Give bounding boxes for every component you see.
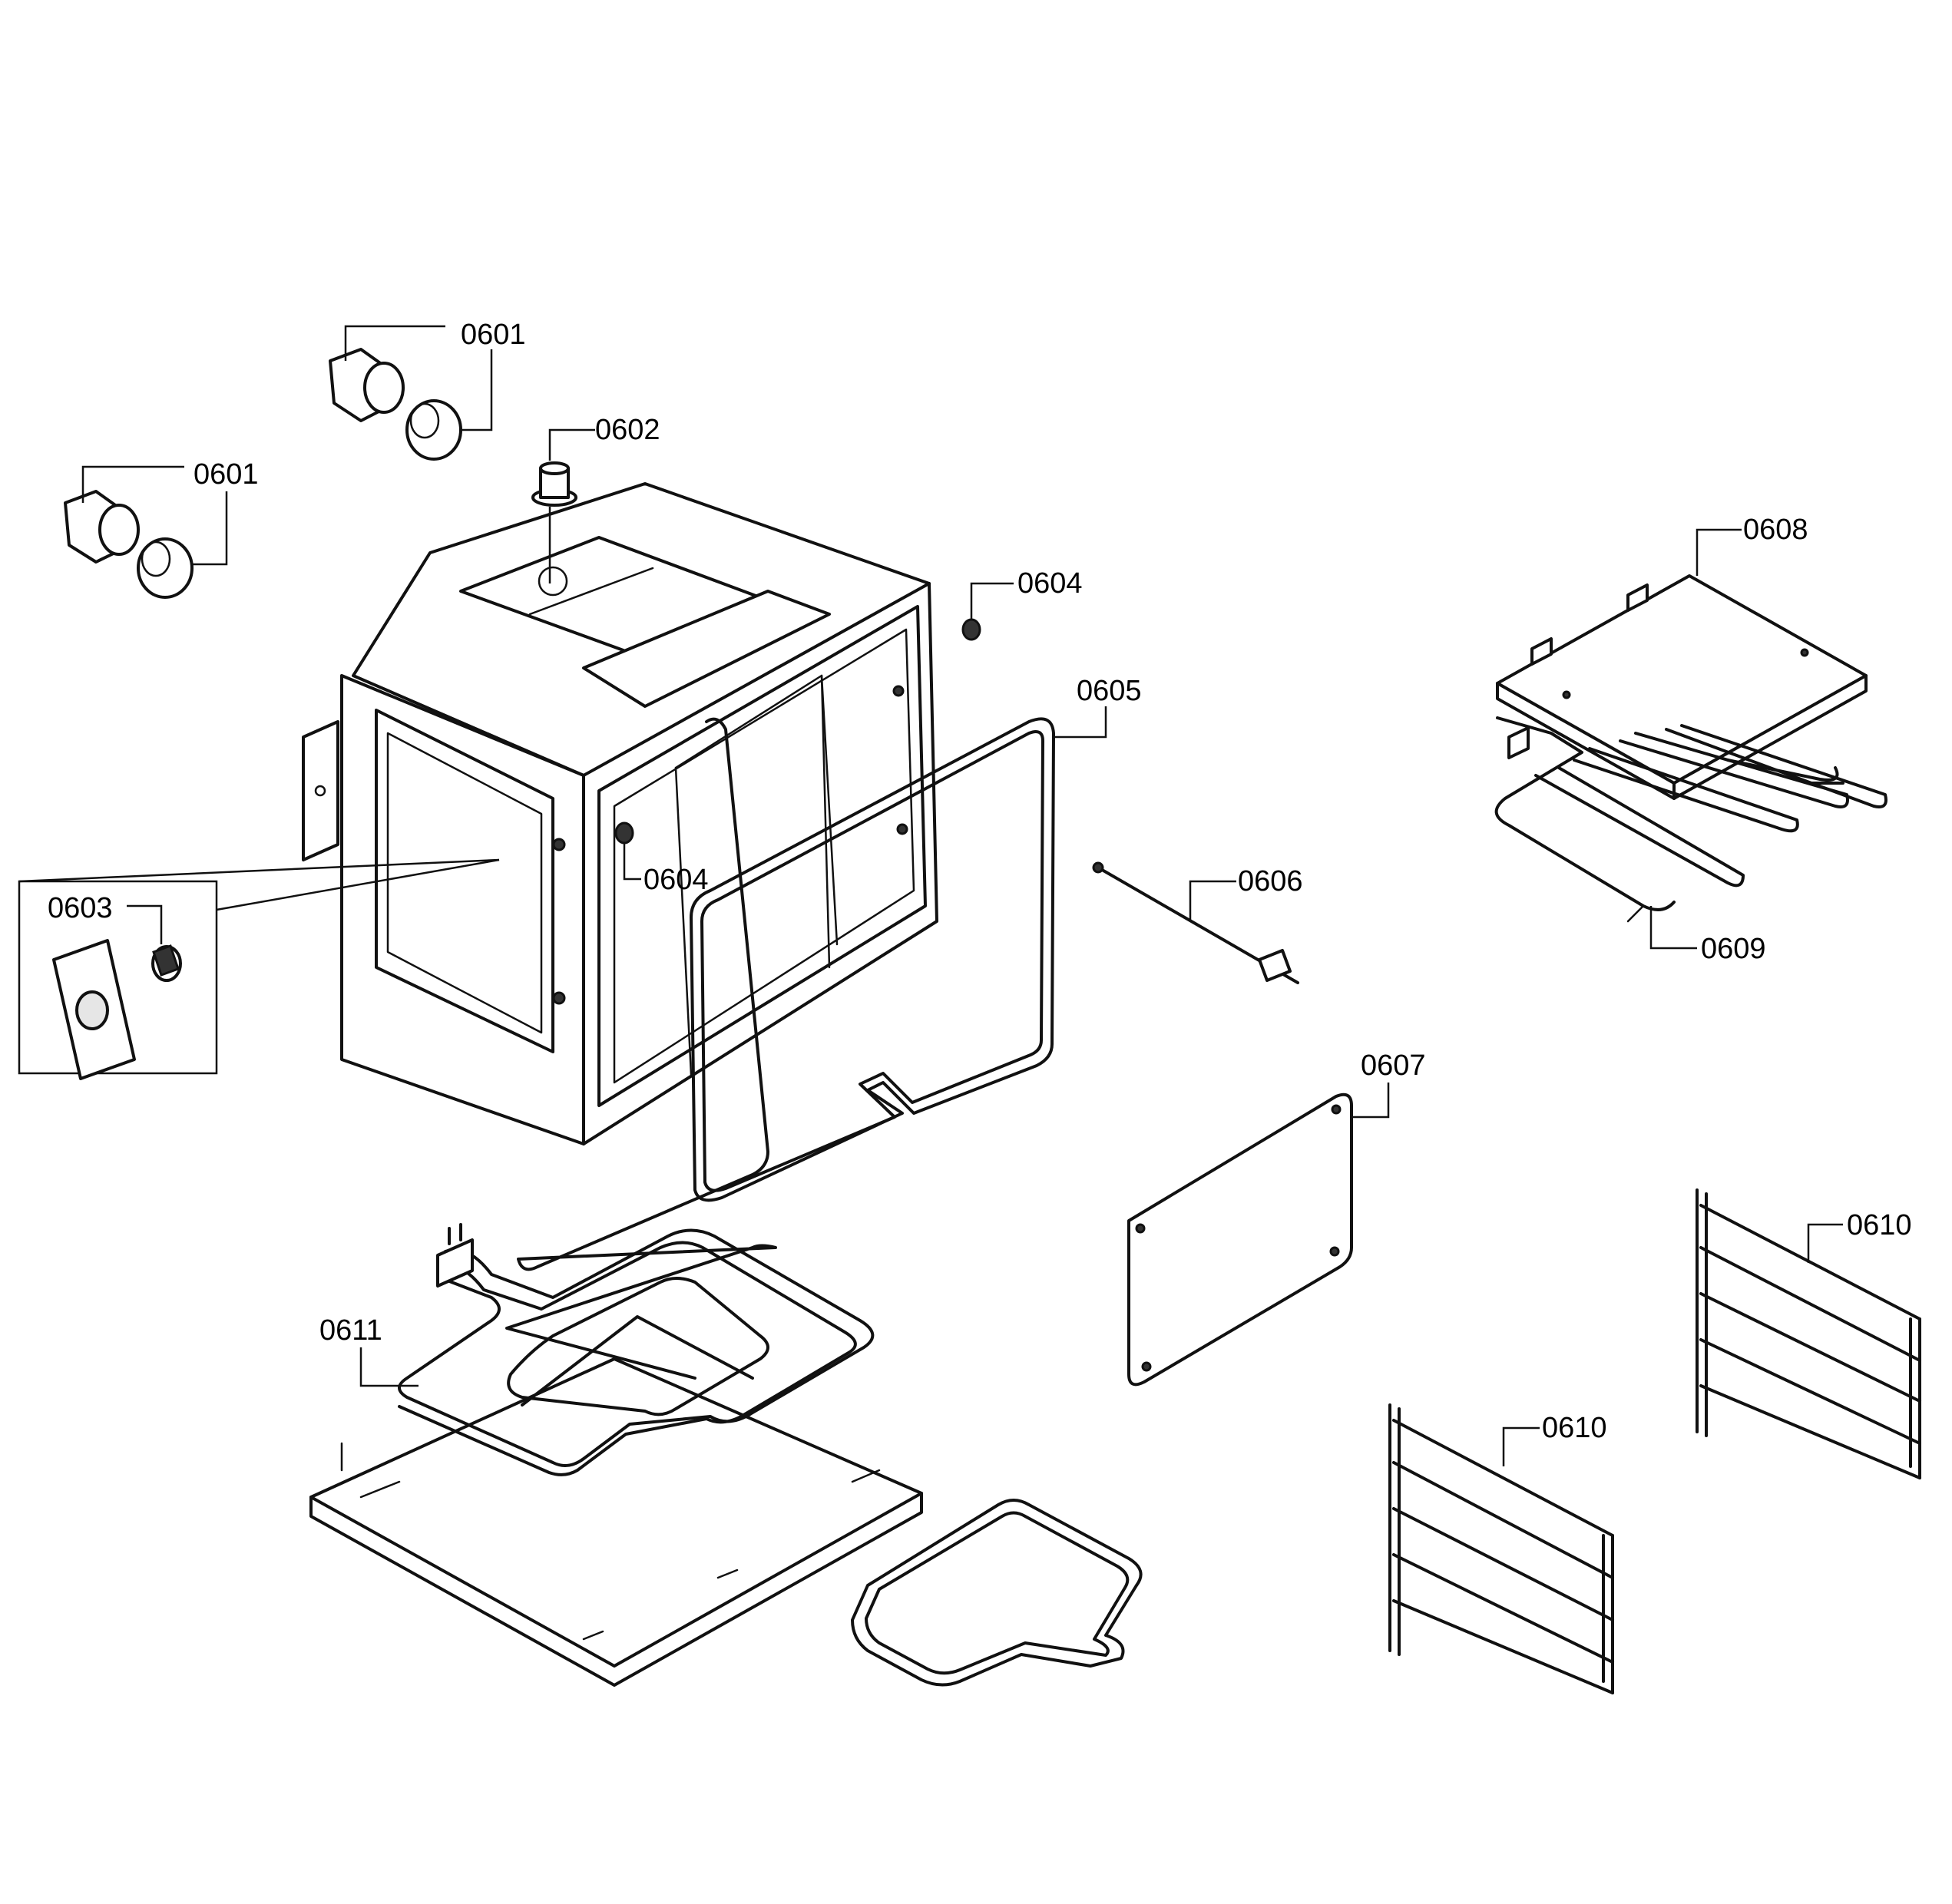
- bake-element[interactable]: 0611: [309, 1223, 1143, 1687]
- label-0610-right: 0610: [1847, 1209, 1912, 1241]
- oven-cavity: [302, 482, 938, 1145]
- label-0604-front: 0604: [643, 864, 709, 896]
- rack-guide-left[interactable]: 0610: [1388, 1403, 1614, 1694]
- plug-right[interactable]: 0604: [961, 567, 1083, 641]
- label-0601-left: 0601: [194, 458, 259, 491]
- rear-lamp-inset[interactable]: 0603: [18, 858, 500, 1080]
- plug-front[interactable]: 0604: [614, 821, 709, 896]
- broil-element[interactable]: 0609: [1494, 716, 1887, 965]
- label-0611: 0611: [319, 1314, 382, 1347]
- lamp-left-assembly[interactable]: 0601: [64, 458, 259, 599]
- label-0609: 0609: [1701, 933, 1766, 965]
- door-gasket[interactable]: 0605: [505, 675, 1142, 1380]
- label-0601-top: 0601: [461, 319, 526, 351]
- label-0605: 0605: [1077, 675, 1142, 707]
- label-0607: 0607: [1361, 1050, 1426, 1082]
- label-0603: 0603: [48, 892, 113, 924]
- temp-sensor[interactable]: 0606: [1092, 861, 1303, 984]
- label-0608: 0608: [1743, 514, 1808, 546]
- fan-motor[interactable]: 0602: [531, 414, 660, 583]
- broil-cover[interactable]: 0608: [1496, 514, 1868, 800]
- lamp-top-assembly[interactable]: 0601: [329, 319, 526, 461]
- label-0610-left: 0610: [1542, 1412, 1607, 1444]
- rack-guide-right[interactable]: 0610: [1696, 1188, 1921, 1479]
- label-0602: 0602: [595, 414, 660, 446]
- label-0606: 0606: [1238, 865, 1303, 897]
- label-0604-right: 0604: [1017, 567, 1083, 600]
- side-panel[interactable]: 0607: [1127, 1050, 1426, 1387]
